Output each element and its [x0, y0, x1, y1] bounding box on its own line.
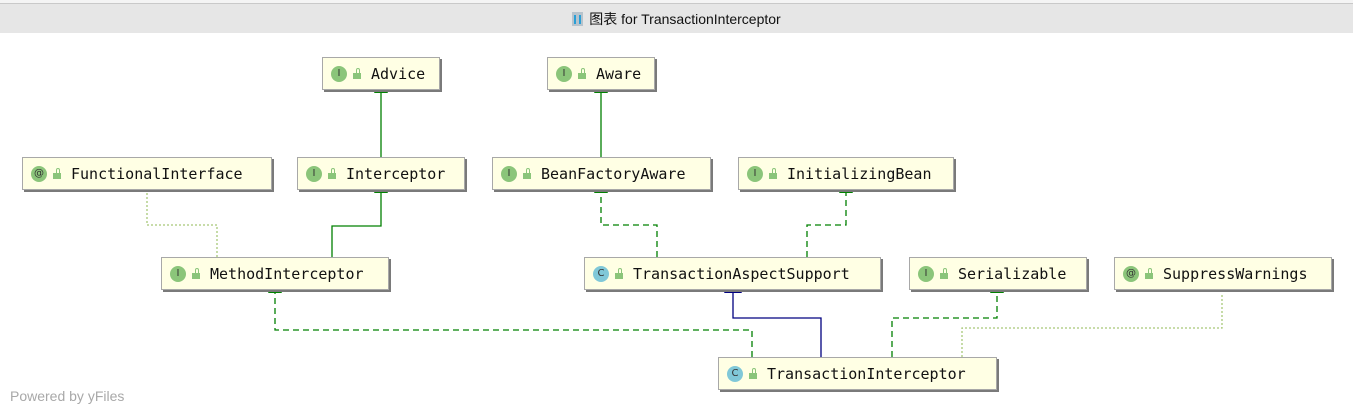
edge-tas-initializingbean — [806, 179, 853, 257]
edge-ti-suppresswarnings — [961, 293, 1223, 357]
public-lock-icon — [53, 168, 61, 179]
interface-icon: I — [170, 265, 186, 282]
node-serializable[interactable]: I Serializable — [909, 257, 1087, 290]
node-label: Interceptor — [346, 164, 446, 183]
node-transaction-aspect-support[interactable]: C TransactionAspectSupport — [584, 257, 881, 290]
class-icon: C — [727, 365, 743, 382]
powered-by-label: Powered by yFiles — [10, 388, 125, 404]
node-functional-interface[interactable]: @ FunctionalInterface — [22, 157, 272, 190]
public-lock-icon — [328, 168, 336, 179]
interface-icon: I — [501, 165, 517, 182]
node-bean-factory-aware[interactable]: I BeanFactoryAware — [492, 157, 711, 190]
interface-icon: I — [747, 165, 763, 182]
public-lock-icon — [523, 168, 531, 179]
node-label: MethodInterceptor — [210, 264, 364, 283]
edge-ti-serializable — [891, 279, 1004, 357]
node-label: InitializingBean — [787, 164, 932, 183]
interface-icon: I — [556, 65, 572, 82]
annotation-icon: @ — [1123, 265, 1139, 282]
top-strip — [0, 0, 1353, 4]
edge-methodinterceptor-functionalinterface — [146, 193, 218, 257]
node-label: SuppressWarnings — [1163, 264, 1308, 283]
edge-methodinterceptor-interceptor — [331, 179, 388, 257]
window-title: 图表 for TransactionInterceptor — [589, 10, 781, 27]
node-initializing-bean[interactable]: I InitializingBean — [738, 157, 954, 190]
node-suppress-warnings[interactable]: @ SuppressWarnings — [1114, 257, 1332, 290]
public-lock-icon — [769, 168, 777, 179]
interface-icon: I — [918, 265, 934, 282]
node-label: Advice — [371, 64, 426, 83]
node-label: BeanFactoryAware — [541, 164, 686, 183]
public-lock-icon — [353, 68, 361, 79]
public-lock-icon — [940, 268, 948, 279]
interface-icon: I — [306, 165, 322, 182]
public-lock-icon — [1145, 268, 1153, 279]
diagram-icon — [572, 11, 584, 26]
public-lock-icon — [578, 68, 586, 79]
public-lock-icon — [749, 368, 757, 379]
edge-ti-tas — [724, 277, 822, 357]
node-transaction-interceptor[interactable]: C TransactionInterceptor — [718, 357, 997, 390]
edge-tas-beanfactoryaware — [594, 179, 658, 257]
node-label: TransactionAspectSupport — [633, 264, 850, 283]
public-lock-icon — [615, 268, 623, 279]
node-aware[interactable]: I Aware — [547, 57, 655, 90]
node-label: Aware — [596, 64, 642, 83]
node-advice[interactable]: I Advice — [322, 57, 440, 90]
node-label: Serializable — [958, 264, 1067, 283]
annotation-icon: @ — [31, 165, 47, 182]
edge-ti-methodinterceptor — [268, 279, 753, 357]
node-interceptor[interactable]: I Interceptor — [297, 157, 465, 190]
title-bar: 图表 for TransactionInterceptor — [0, 4, 1353, 33]
node-label: TransactionInterceptor — [767, 364, 966, 383]
node-method-interceptor[interactable]: I MethodInterceptor — [161, 257, 389, 290]
node-label: FunctionalInterface — [71, 164, 243, 183]
abstract-class-icon: C — [593, 265, 609, 282]
interface-icon: I — [331, 65, 347, 82]
public-lock-icon — [192, 268, 200, 279]
